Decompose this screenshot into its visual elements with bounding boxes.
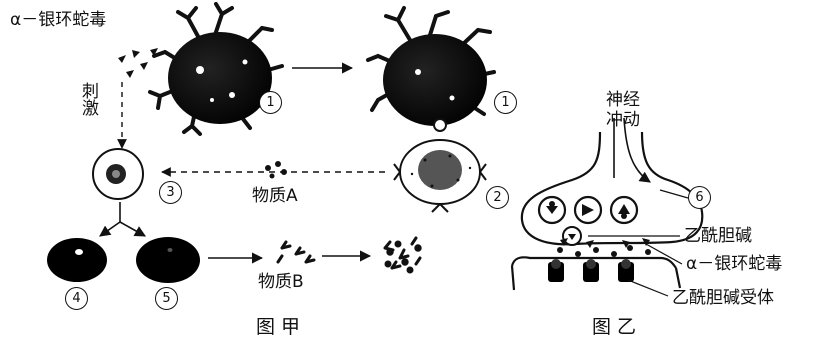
cleft-molecules <box>557 238 651 257</box>
synaptic-vesicles <box>537 195 639 246</box>
dendritic-cell-1-left <box>148 2 284 136</box>
marker-5: 5 <box>155 287 178 310</box>
toxin-label-figure-yi: α－银环蛇毒 <box>686 254 783 274</box>
marker-3: 3 <box>159 181 182 204</box>
dendritic-cell-1-right <box>366 6 496 132</box>
b-cell-3 <box>92 148 144 200</box>
marker-4: 4 <box>65 287 88 310</box>
plasma-cell-5 <box>136 237 200 283</box>
memory-cell-4 <box>47 238 107 282</box>
nerve-impulse-arrows <box>613 117 651 183</box>
presynaptic-membrane <box>520 131 704 246</box>
caption-figure-yi: 图乙 <box>592 316 643 338</box>
stimulus-text: 刺激 <box>78 82 98 116</box>
antigen-antibody-complex <box>383 236 422 274</box>
acetylcholine-receptors <box>548 259 634 282</box>
postsynaptic-membrane <box>510 256 682 289</box>
toxin-particles-left <box>118 48 158 78</box>
substance-a-particles <box>265 161 287 179</box>
caption-figure-jia: 图甲 <box>256 316 307 338</box>
synapse-diagram <box>510 117 704 297</box>
marker-1-left: 1 <box>259 91 282 114</box>
branch-arrows <box>99 202 146 237</box>
leader-lines <box>588 189 689 297</box>
t-cell-2 <box>393 139 487 213</box>
marker-6: 6 <box>688 186 711 209</box>
substance-a-label: 物质A <box>252 186 298 206</box>
acetylcholine-label: 乙酰胆碱 <box>684 226 752 246</box>
nerve-impulse-label: 神经 冲动 <box>606 90 640 130</box>
receptor-label: 乙酰胆碱受体 <box>672 288 774 308</box>
nerve-impulse-line1: 神经 <box>606 90 640 110</box>
toxin-label-figure-jia: α－银环蛇毒 <box>10 10 107 30</box>
substance-b-particles <box>276 240 316 264</box>
substance-b-label: 物质B <box>258 272 304 292</box>
marker-2: 2 <box>486 186 509 209</box>
nerve-impulse-line2: 冲动 <box>606 110 640 130</box>
stimulus-label: 刺激 <box>78 82 98 121</box>
marker-1-right: 1 <box>494 91 517 114</box>
